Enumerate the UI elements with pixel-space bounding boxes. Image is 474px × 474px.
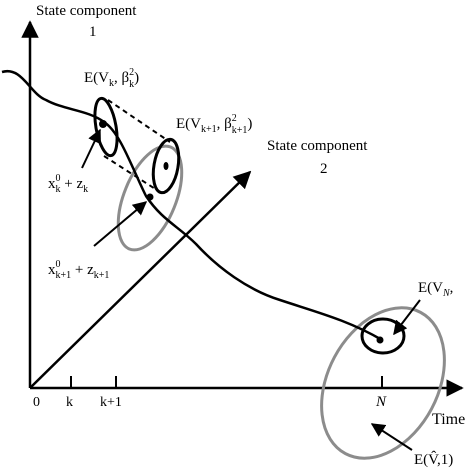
projection-dash-bottom	[103, 155, 161, 193]
center-dot-k1	[163, 162, 169, 170]
pointer-arrow-hat	[370, 423, 413, 451]
pointer-arrow-N	[393, 299, 421, 336]
vertical-axis-title: State component	[36, 3, 137, 19]
point-k1	[146, 193, 154, 201]
tick-label-origin: 0	[33, 395, 40, 410]
tick-label-k: k	[66, 395, 73, 410]
tick-label-k1: k+1	[100, 395, 122, 410]
ellipsoid-k1	[151, 137, 181, 195]
label-ellipsoid-N: E(VN,	[418, 280, 453, 299]
outer-ellipse-N	[320, 306, 446, 460]
outer-ellipse-k1	[116, 144, 184, 252]
tick-label-N: N	[375, 394, 387, 410]
point-k	[99, 120, 107, 128]
diagonal-axis-title: State component	[267, 138, 368, 154]
diagonal-axis	[29, 170, 252, 389]
trajectory-curve	[1, 69, 383, 342]
time-axis-title: Time	[432, 411, 465, 428]
label-ellipsoid-hat: E(V̂,1)	[414, 451, 453, 468]
projection-dash-top	[107, 99, 171, 143]
pointer-arrow-k1	[93, 201, 148, 247]
point-N	[376, 336, 384, 344]
pointer-arrow-k	[81, 128, 101, 169]
vertical-axis-title-number: 1	[89, 24, 97, 40]
diagonal-axis-title-number: 2	[320, 161, 328, 177]
ellipsoid-N	[360, 317, 406, 355]
